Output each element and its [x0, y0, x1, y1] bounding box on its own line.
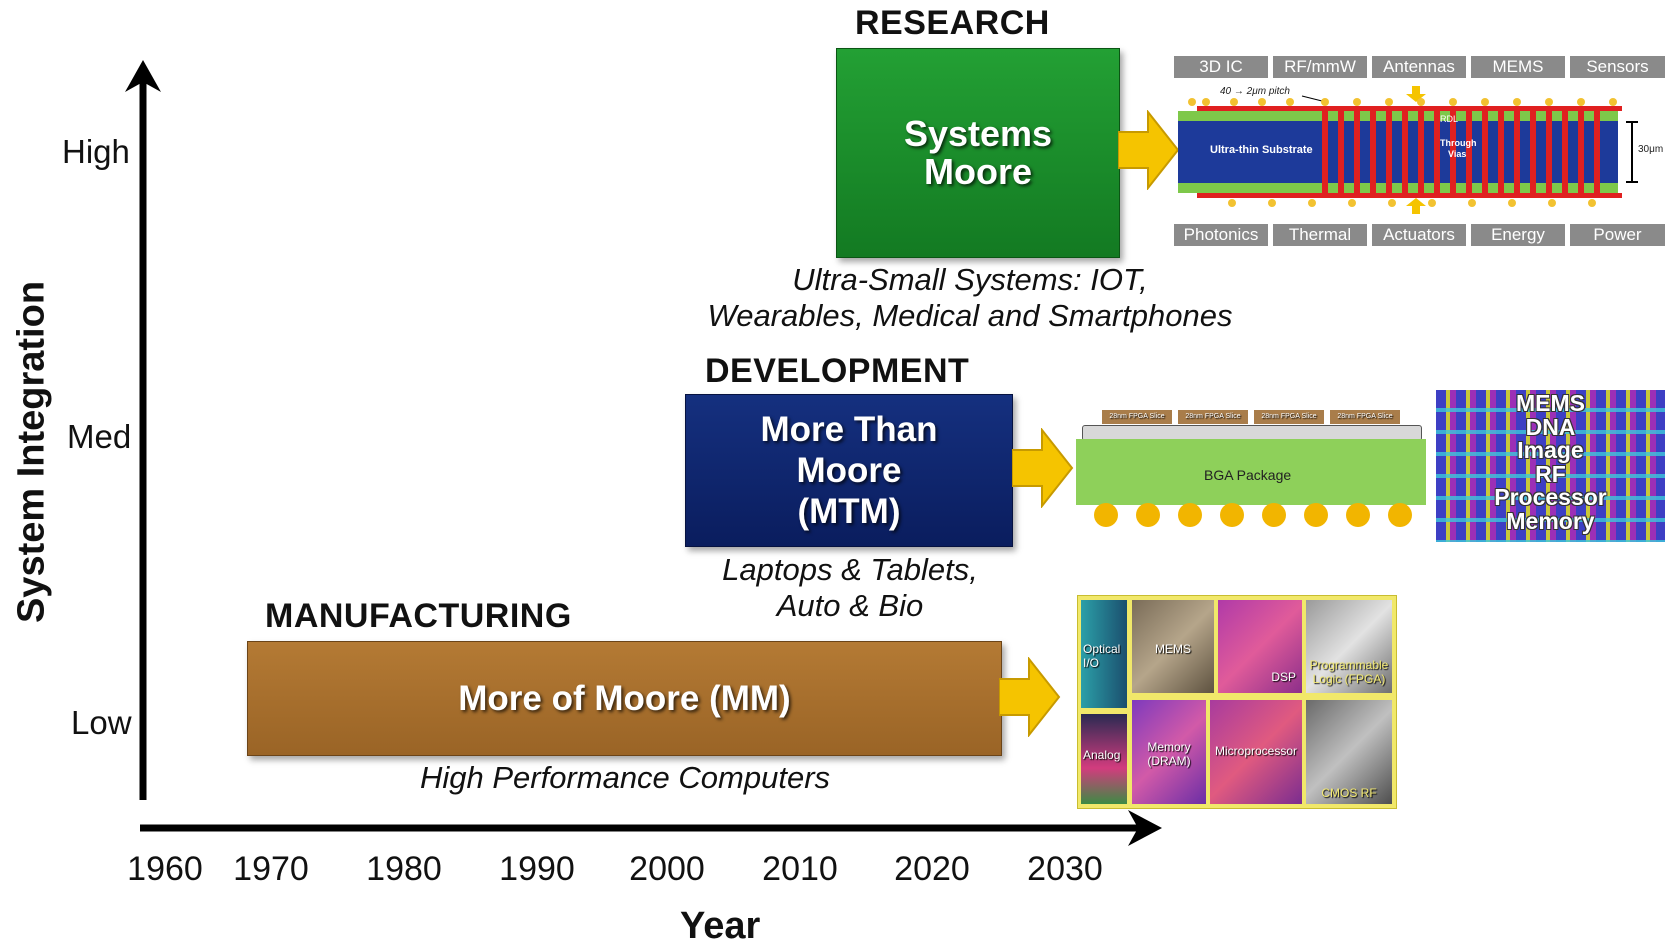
app-rf: RF — [1535, 460, 1566, 487]
tag-rf-mmw: RF/mmW — [1273, 56, 1367, 78]
fpga-slice-1: 28nm FPGA Slice — [1102, 410, 1172, 424]
via-label-1: Through — [1440, 138, 1477, 148]
tag-sensors: Sensors — [1570, 56, 1665, 78]
research-figure: 3D IC RF/mmW Antennas MEMS Sensors — [1172, 54, 1665, 249]
app-memory: Memory — [1506, 507, 1595, 534]
bga-solder-balls — [1094, 503, 1412, 527]
research-title: RESEARCH — [855, 4, 1050, 42]
block-cmos-rf: CMOS RF — [1306, 700, 1392, 804]
y-axis-arrowhead — [125, 60, 161, 92]
bga-substrate — [1076, 439, 1426, 505]
tag-mems: MEMS — [1471, 56, 1565, 78]
tag-thermal: Thermal — [1273, 224, 1367, 246]
block-dram: Memory (DRAM) — [1132, 700, 1206, 804]
mtm-applications-panel: MEMS DNA Image RF Processor Memory — [1436, 390, 1665, 542]
interposer-drawing — [1178, 86, 1638, 214]
tag-3d-ic: 3D IC — [1174, 56, 1268, 78]
y-axis-label: System Integration — [10, 280, 53, 624]
y-level-med: Med — [67, 418, 132, 455]
x-axis-label: Year — [680, 905, 761, 947]
soc-die-mosaic: Optical I/O MEMS DSP Programmable Logic … — [1077, 595, 1397, 809]
thickness-label: 30μm — [1638, 144, 1664, 155]
block-optical-io: Optical I/O — [1081, 600, 1127, 708]
x-tick-2010: 2010 — [762, 850, 838, 888]
fpga-slice-2: 28nm FPGA Slice — [1178, 410, 1248, 424]
bga-package-label: BGA Package — [1204, 467, 1292, 483]
development-arrow — [1012, 428, 1074, 508]
via-label-2: Vias — [1448, 149, 1467, 159]
development-caption-line2: Auto & Bio — [776, 588, 924, 623]
systems-moore-line2: Moore — [924, 151, 1032, 192]
more-than-moore-box: More Than Moore (MTM) — [685, 394, 1013, 547]
mtm-line2: Moore — [796, 451, 902, 490]
app-mems: MEMS — [1516, 390, 1585, 416]
fpga-slice-4: 28nm FPGA Slice — [1330, 410, 1400, 424]
manufacturing-caption: High Performance Computers — [419, 760, 831, 795]
research-caption-line1: Ultra-Small Systems: IOT, — [792, 262, 1148, 297]
manufacturing-arrow — [999, 657, 1061, 737]
tag-actuators: Actuators — [1372, 224, 1466, 246]
block-fpga: Programmable Logic (FPGA) — [1306, 600, 1392, 693]
tag-energy: Energy — [1471, 224, 1565, 246]
pitch-label: 40 → 2μm pitch — [1220, 86, 1290, 97]
tag-antennas: Antennas — [1372, 56, 1466, 78]
tag-power: Power — [1570, 224, 1665, 246]
block-analog: Analog — [1081, 714, 1127, 804]
development-title: DEVELOPMENT — [705, 352, 970, 390]
development-caption-line1: Laptops & Tablets, — [722, 552, 978, 587]
x-tick-2020: 2020 — [894, 850, 970, 888]
app-processor: Processor — [1494, 484, 1607, 510]
block-mems: MEMS — [1132, 600, 1214, 693]
x-axis-arrowhead — [1128, 810, 1162, 846]
y-level-low: Low — [71, 704, 132, 741]
fpga-slice-3: 28nm FPGA Slice — [1254, 410, 1324, 424]
y-level-high: High — [62, 133, 130, 170]
systems-moore-box: Systems Moore — [836, 48, 1120, 258]
substrate-label: Ultra-thin Substrate — [1210, 144, 1313, 156]
mtm-line1: More Than — [760, 410, 938, 449]
x-tick-2030: 2030 — [1027, 850, 1103, 888]
app-image: Image — [1517, 437, 1584, 463]
tag-photonics: Photonics — [1174, 224, 1268, 246]
app-dna: DNA — [1525, 413, 1576, 440]
x-tick-2000: 2000 — [629, 850, 705, 888]
block-dsp: DSP — [1218, 600, 1302, 693]
bga-package-figure: 28nm FPGA Slice 28nm FPGA Slice 28nm FPG… — [1076, 405, 1426, 535]
block-microprocessor: Microprocessor — [1210, 700, 1302, 804]
x-tick-1980: 1980 — [366, 850, 442, 888]
mtm-line3: (MTM) — [797, 492, 901, 531]
x-tick-1960: 1960 — [127, 850, 203, 888]
x-tick-1990: 1990 — [499, 850, 575, 888]
more-of-moore-box: More of Moore (MM) — [247, 641, 1002, 756]
x-tick-1970: 1970 — [233, 850, 309, 888]
manufacturing-title: MANUFACTURING — [265, 597, 572, 635]
systems-moore-line1: Systems — [903, 113, 1053, 154]
research-caption-line2: Wearables, Medical and Smartphones — [707, 298, 1233, 333]
mm-label: More of Moore (MM) — [458, 678, 791, 718]
research-arrow — [1118, 110, 1180, 190]
rdl-label: RDL — [1440, 114, 1459, 124]
app-list: MEMS DNA Image RF Processor Memory — [1436, 390, 1665, 534]
